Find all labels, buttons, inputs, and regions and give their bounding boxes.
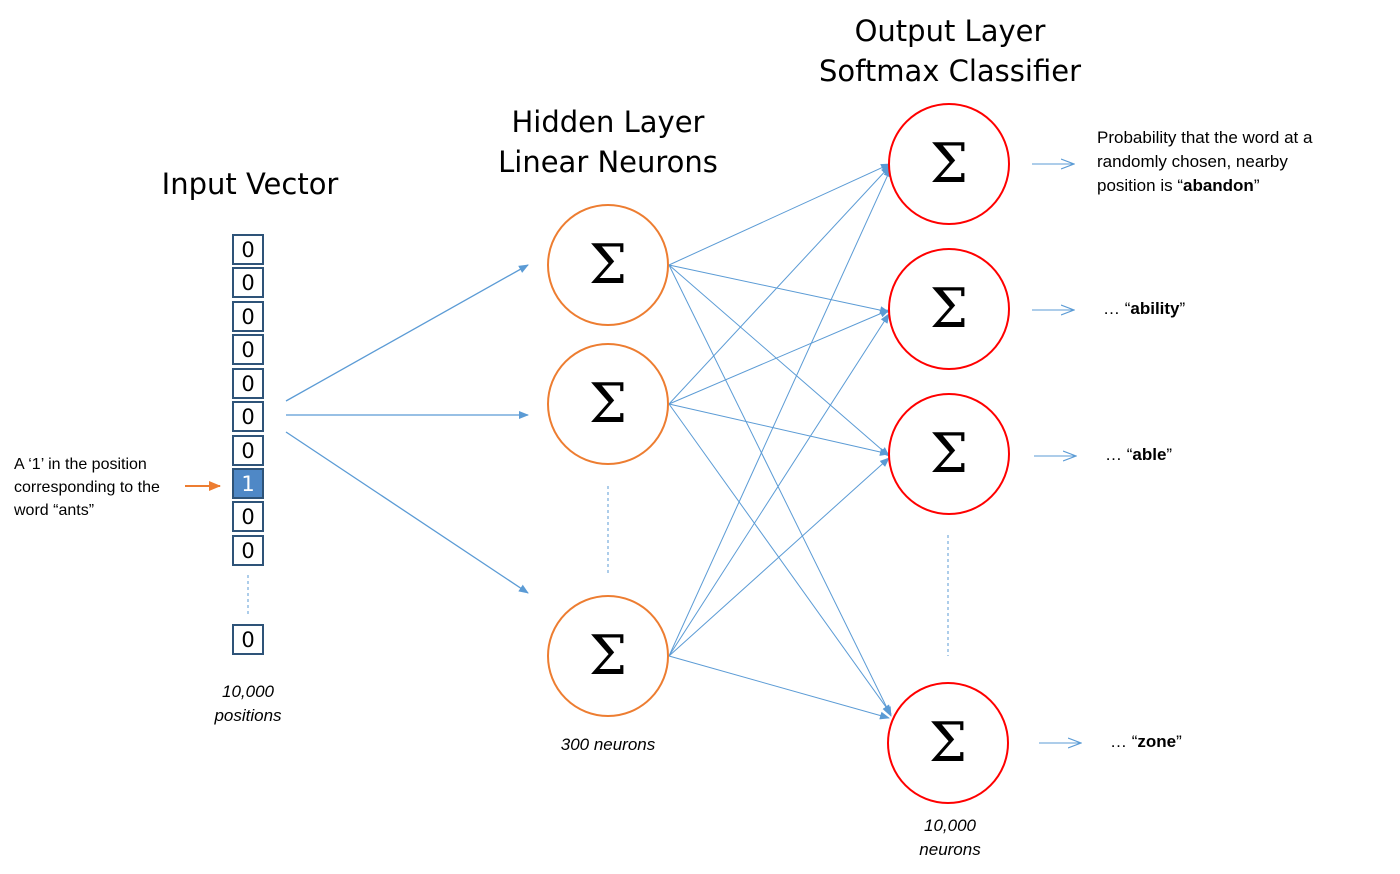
sigma-symbol: Σ	[929, 277, 969, 340]
h3-o2	[668, 313, 890, 657]
h3-o3	[668, 457, 890, 657]
input-to-hidden-1	[285, 264, 529, 402]
input-cell: 0	[232, 234, 264, 265]
word-ability: ability	[1130, 299, 1180, 318]
h1-o4	[668, 264, 892, 717]
input-cell: 0	[232, 501, 264, 532]
output-caption-line1: 10,000	[924, 816, 976, 835]
input-caption-line2: positions	[214, 706, 282, 725]
input-cell: 0	[232, 535, 264, 566]
ellipsis-quote: … “	[1110, 732, 1138, 751]
h1-o2	[668, 264, 890, 315]
input-cell: 0	[232, 267, 264, 298]
input-title: Input Vector	[161, 167, 339, 201]
close-quote: ”	[1253, 176, 1260, 195]
hidden-neuron: Σ	[547, 204, 669, 326]
close-quote: ”	[1166, 445, 1173, 464]
input-cell-last: 0	[232, 624, 264, 655]
h2-o3	[668, 403, 890, 456]
hidden-title-line2: Linear Neurons	[498, 145, 718, 179]
input-cell: 0	[232, 435, 264, 466]
output-neuron: Σ	[888, 103, 1010, 225]
output-label-abandon: Probability that the word at a randomly …	[1097, 126, 1312, 198]
output-neuron: Σ	[888, 393, 1010, 515]
h1-o3	[668, 264, 890, 457]
hidden-neuron: Σ	[547, 595, 669, 717]
output-label-line3-prefix: position is “	[1097, 176, 1183, 195]
ellipsis-quote: … “	[1103, 299, 1131, 318]
sigma-symbol: Σ	[929, 422, 969, 485]
output-neuron: Σ	[887, 682, 1009, 804]
h1-o1	[668, 163, 891, 266]
output-title-line1: Output Layer	[854, 14, 1046, 48]
h2-o4	[668, 403, 892, 715]
input-cell: 0	[232, 334, 264, 365]
output-label-zone: … “zone”	[1110, 730, 1182, 754]
input-cell: 0	[232, 401, 264, 432]
h2-o1	[668, 165, 891, 405]
output-title-line2: Softmax Classifier	[818, 54, 1081, 88]
word-abandon: abandon	[1182, 176, 1254, 195]
sigma-symbol: Σ	[929, 132, 969, 195]
h3-o1	[668, 167, 892, 657]
hidden-title-line1: Hidden Layer	[511, 105, 705, 139]
output-title: Output Layer Softmax Classifier	[800, 11, 1100, 91]
input-cell: 0	[232, 368, 264, 399]
output-caption-line2: neurons	[919, 840, 981, 859]
word-able: able	[1132, 445, 1167, 464]
sigma-symbol: Σ	[588, 624, 628, 687]
hidden-caption: 300 neurons	[560, 735, 656, 754]
output-label-line2: randomly chosen, nearby	[1097, 152, 1288, 171]
h2-o2	[668, 309, 890, 405]
sigma-symbol: Σ	[928, 711, 968, 774]
input-note-line2: corresponding to the	[14, 479, 160, 496]
hidden-neuron: Σ	[547, 343, 669, 465]
sigma-symbol: Σ	[588, 372, 628, 435]
input-note-line1: A ‘1’ in the position	[14, 456, 147, 473]
input-to-hidden-3	[285, 431, 529, 594]
input-note-line3: word “ants”	[14, 502, 95, 519]
input-cell: 0	[232, 301, 264, 332]
close-quote: ”	[1179, 299, 1186, 318]
sigma-symbol: Σ	[588, 233, 628, 296]
input-note: A ‘1’ in the position corresponding to t…	[14, 453, 160, 522]
input-caption: 10,000 positions	[188, 680, 308, 728]
output-caption: 10,000 neurons	[890, 814, 1010, 862]
input-cell-hot: 1	[232, 468, 264, 499]
input-caption-line1: 10,000	[222, 682, 274, 701]
output-label-line1: Probability that the word at a	[1097, 128, 1313, 147]
word-zone: zone	[1137, 732, 1177, 751]
output-neuron: Σ	[888, 248, 1010, 370]
h3-o4	[668, 655, 890, 720]
output-label-ability: … “ability”	[1103, 297, 1185, 321]
hidden-title: Hidden Layer Linear Neurons	[468, 102, 748, 182]
ellipsis-quote: … “	[1105, 445, 1133, 464]
output-label-line3: position is “abandon”	[1097, 174, 1312, 198]
output-label-able: … “able”	[1105, 443, 1172, 467]
close-quote: ”	[1176, 732, 1182, 751]
